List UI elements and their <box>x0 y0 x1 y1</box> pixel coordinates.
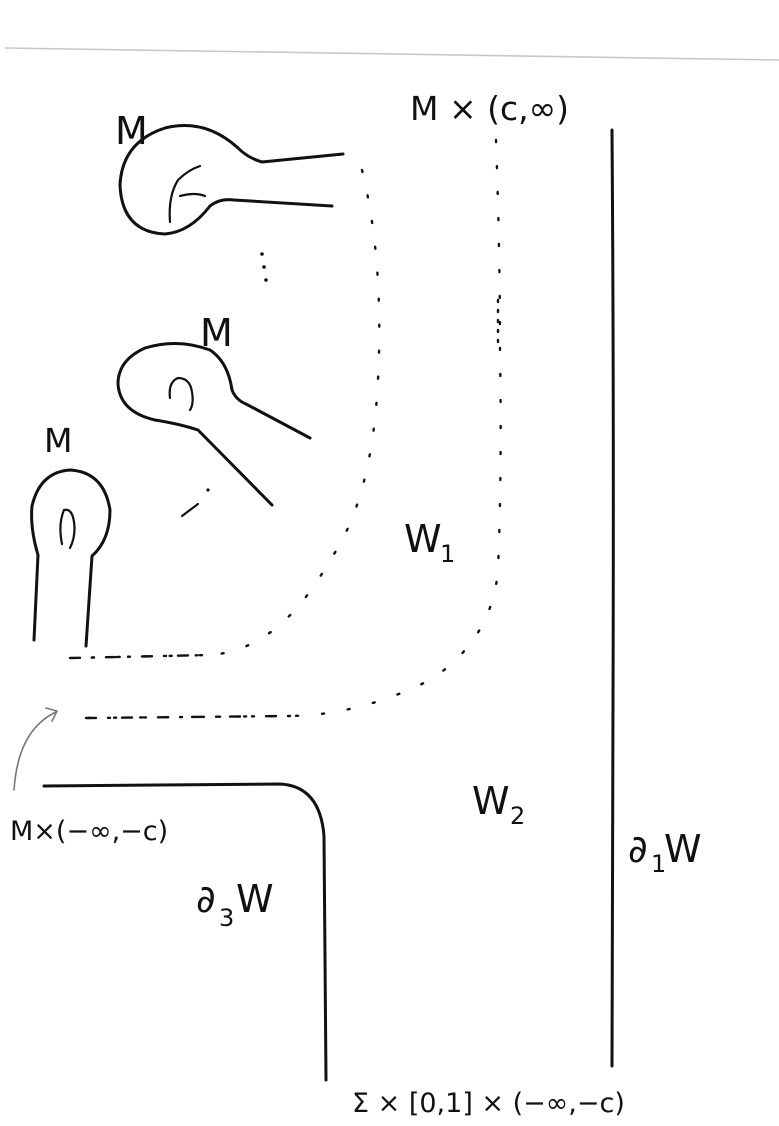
stray-mark <box>180 502 200 518</box>
label-w1-main: W <box>404 517 442 561</box>
stray-dot <box>206 488 210 492</box>
label-m-middle: M <box>200 311 233 355</box>
arrow-to-end <box>13 707 58 791</box>
handle-middle <box>116 341 312 507</box>
handle-top <box>118 124 345 236</box>
label-w1-sub: 1 <box>440 540 455 568</box>
label-m-neg-end: M×(−∞,−c) <box>10 816 168 847</box>
label-sigma-end: Σ × [0,1] × (−∞,−c) <box>352 1088 625 1119</box>
handle-top-hole <box>168 164 207 224</box>
label-w1: W 1 <box>404 517 455 568</box>
handle-middle-hole <box>168 376 194 412</box>
ellipsis-dots <box>260 252 268 282</box>
boundary-d1w-line <box>610 128 615 1068</box>
inner-dashdot-segment <box>68 653 212 660</box>
label-d1w-sub: 1 <box>651 850 666 878</box>
label-d3w: ∂ 3 W <box>196 877 274 932</box>
label-w2-main: W <box>472 779 510 823</box>
label-m-top: M <box>115 109 148 153</box>
label-d3w-partial: ∂ <box>196 877 216 921</box>
label-w2-sub: 2 <box>510 802 525 830</box>
label-w2: W 2 <box>472 779 525 830</box>
label-d1w-w: W <box>664 827 702 871</box>
scan-edge-line <box>4 47 779 61</box>
label-d1w: ∂ 1 W <box>628 827 702 878</box>
label-d3w-sub: 3 <box>219 904 234 932</box>
boundary-d3w-line <box>42 782 328 1082</box>
outer-dotted-boundary <box>84 138 502 720</box>
handle-left-hole <box>59 508 76 550</box>
label-d1w-partial: ∂ <box>628 827 648 871</box>
handle-middle-outline <box>116 341 312 507</box>
handle-left <box>30 468 112 648</box>
handle-top-outline <box>118 124 345 236</box>
label-m-cylinder: M × (c,∞) <box>410 89 569 128</box>
inner-dotted-boundary <box>68 168 381 660</box>
label-m-left: M <box>44 421 72 460</box>
handle-left-outline <box>30 468 112 648</box>
label-d3w-w: W <box>236 877 274 921</box>
